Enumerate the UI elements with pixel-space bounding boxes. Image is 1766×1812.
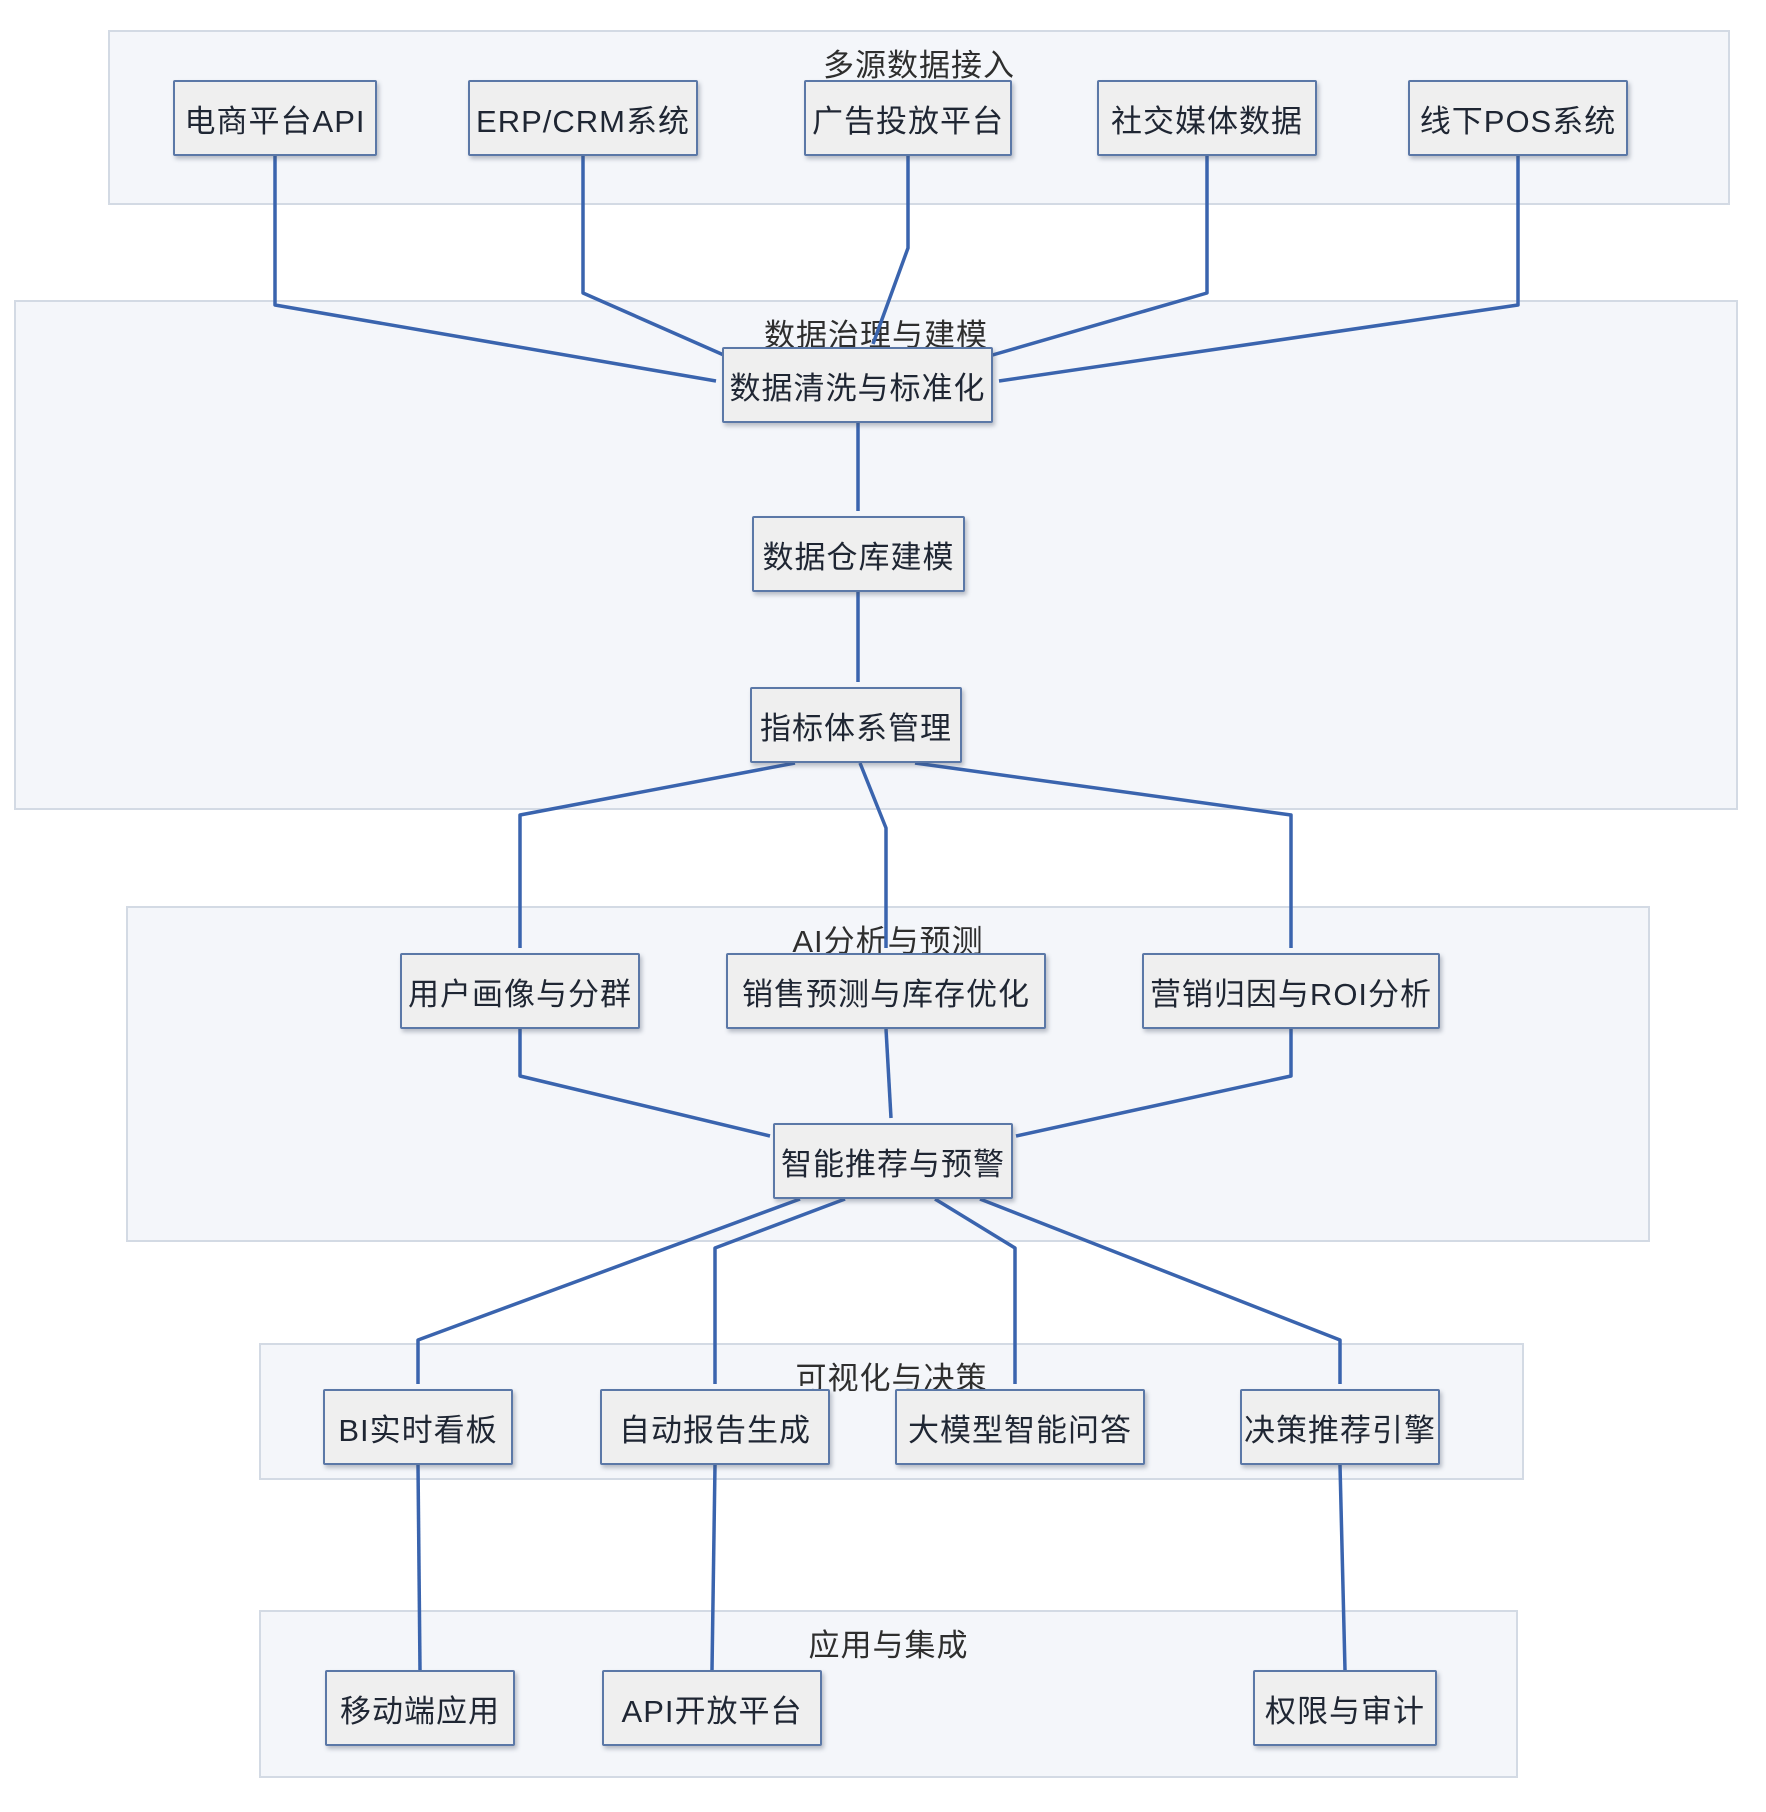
- node-sales-forecast: 销售预测与库存优化: [726, 953, 1046, 1029]
- node-marketing-roi: 营销归因与ROI分析: [1142, 953, 1440, 1029]
- node-decision-engine: 决策推荐引擎: [1240, 1389, 1440, 1465]
- node-api-platform: API开放平台: [602, 1670, 822, 1746]
- node-smart-recommend: 智能推荐与预警: [773, 1123, 1013, 1199]
- node-ecommerce-api: 电商平台API: [173, 80, 377, 156]
- node-bi-dashboard: BI实时看板: [323, 1389, 513, 1465]
- node-user-profiling: 用户画像与分群: [400, 953, 640, 1029]
- group-label-multi-source-access: 多源数据接入: [823, 48, 1015, 83]
- node-data-cleaning: 数据清洗与标准化: [722, 347, 993, 423]
- group-label-application-integration: 应用与集成: [808, 1628, 969, 1663]
- node-perm-audit: 权限与审计: [1253, 1670, 1437, 1746]
- node-llm-qa: 大模型智能问答: [895, 1389, 1145, 1465]
- node-offline-pos: 线下POS系统: [1408, 80, 1628, 156]
- node-mobile-app: 移动端应用: [325, 1670, 515, 1746]
- node-erp-crm: ERP/CRM系统: [468, 80, 698, 156]
- node-data-warehouse: 数据仓库建模: [752, 516, 965, 592]
- node-auto-report: 自动报告生成: [600, 1389, 830, 1465]
- node-social-media: 社交媒体数据: [1097, 80, 1317, 156]
- node-ad-platform: 广告投放平台: [804, 80, 1012, 156]
- node-metric-system: 指标体系管理: [750, 687, 962, 763]
